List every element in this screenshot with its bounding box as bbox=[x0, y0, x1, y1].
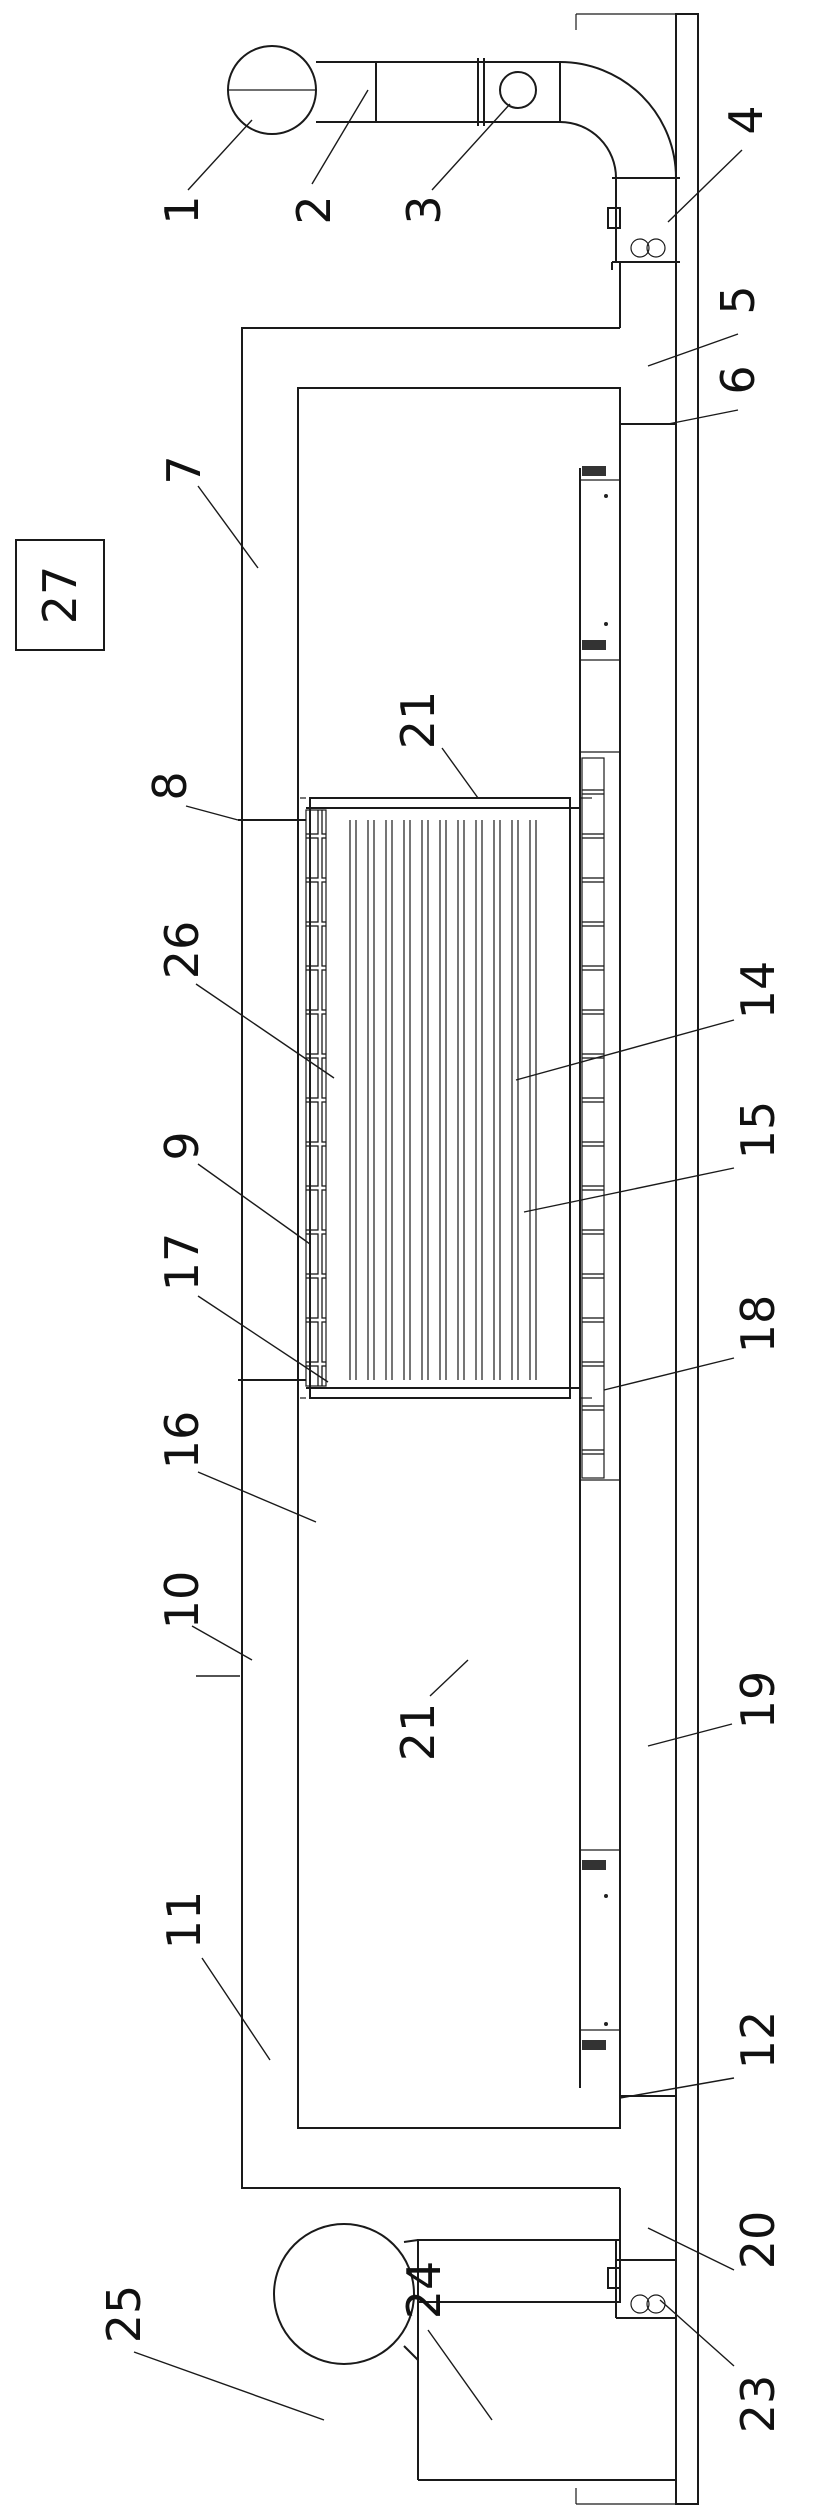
label-21-bottom: 21 bbox=[391, 1703, 445, 1762]
label-12: 12 bbox=[731, 2011, 785, 2070]
label-11: 11 bbox=[157, 1891, 211, 1950]
top-slat-row bbox=[305, 809, 327, 1387]
label-27: 27 bbox=[33, 566, 87, 625]
label-14: 14 bbox=[731, 961, 785, 1020]
label-26: 26 bbox=[155, 921, 209, 980]
label-18: 18 bbox=[731, 1295, 785, 1354]
outlet-duct bbox=[273, 2223, 676, 2481]
bottom-slat-row bbox=[581, 757, 605, 1479]
label-10: 10 bbox=[155, 1571, 209, 1630]
label-16: 16 bbox=[155, 1411, 209, 1470]
label-8: 8 bbox=[143, 771, 197, 800]
label-20: 20 bbox=[731, 2211, 785, 2270]
base-plate bbox=[575, 13, 699, 2505]
label-24: 24 bbox=[397, 2261, 451, 2320]
label-2: 2 bbox=[287, 195, 341, 224]
label-4: 4 bbox=[719, 105, 773, 134]
label-15: 15 bbox=[731, 1101, 785, 1160]
tube-bank bbox=[349, 820, 537, 1380]
label-19: 19 bbox=[731, 1671, 785, 1730]
label-1: 1 bbox=[155, 195, 209, 224]
guide-rail bbox=[579, 466, 621, 2088]
label-9: 9 bbox=[155, 1131, 209, 1160]
inner-chamber bbox=[297, 387, 621, 2129]
label-17: 17 bbox=[155, 1233, 209, 1292]
label-25: 25 bbox=[97, 2285, 151, 2344]
label-21-top: 21 bbox=[391, 691, 445, 750]
inlet-duct bbox=[227, 45, 680, 270]
label-6: 6 bbox=[711, 365, 765, 394]
leader-lines bbox=[133, 89, 743, 2421]
reference-box-27 bbox=[15, 539, 105, 651]
label-23: 23 bbox=[731, 2375, 785, 2434]
enclosure-outer-wall bbox=[241, 262, 621, 2240]
label-3: 3 bbox=[397, 195, 451, 224]
label-5: 5 bbox=[711, 285, 765, 314]
port-markers bbox=[238, 423, 676, 2097]
reference-labels: 1 2 3 4 5 6 7 8 21 26 14 15 9 17 18 16 1… bbox=[33, 105, 785, 2433]
label-7: 7 bbox=[157, 455, 211, 484]
